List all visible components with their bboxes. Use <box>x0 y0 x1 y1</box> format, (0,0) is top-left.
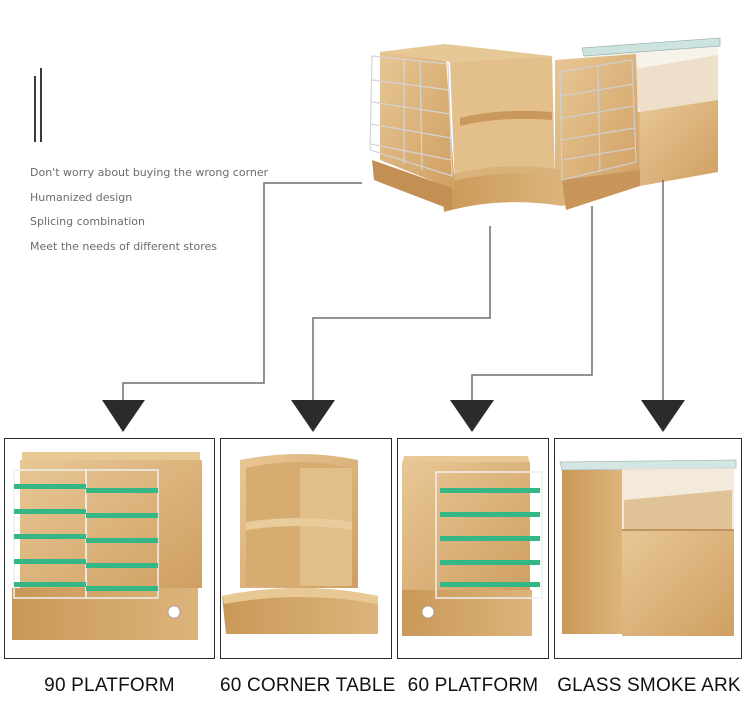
product-label-glass-smoke-ark: GLASS SMOKE ARK <box>557 675 741 696</box>
arrow-down-icon <box>102 400 145 432</box>
decorative-bar-right <box>40 68 42 142</box>
90-platform-image <box>12 452 202 640</box>
arrow-down-icon <box>450 400 494 432</box>
feature-item: Splicing combination <box>30 215 145 228</box>
feature-item: Humanized design <box>30 190 133 204</box>
feature-item: Meet the needs of different stores <box>30 239 217 253</box>
product-label-60-platform: 60 PLATFORM <box>407 675 539 696</box>
60-corner-table-image <box>222 454 378 634</box>
product-label-60-corner-table: 60 CORNER TABLE <box>220 675 396 696</box>
glass-smoke-ark-image <box>559 459 737 636</box>
decorative-bar-left <box>34 76 36 142</box>
feature-list: Don't worry about buying the wrong corne… <box>30 166 268 264</box>
feature-item: Don't worry about buying the wrong corne… <box>30 166 269 179</box>
arrow-down-icon <box>641 400 685 432</box>
arrow-down-icon <box>291 400 335 432</box>
60-platform-image <box>402 456 543 636</box>
combined-counter-image <box>369 37 721 212</box>
connector-lines <box>122 180 664 400</box>
product-label-90-platform: 90 PLATFORM <box>44 675 175 696</box>
